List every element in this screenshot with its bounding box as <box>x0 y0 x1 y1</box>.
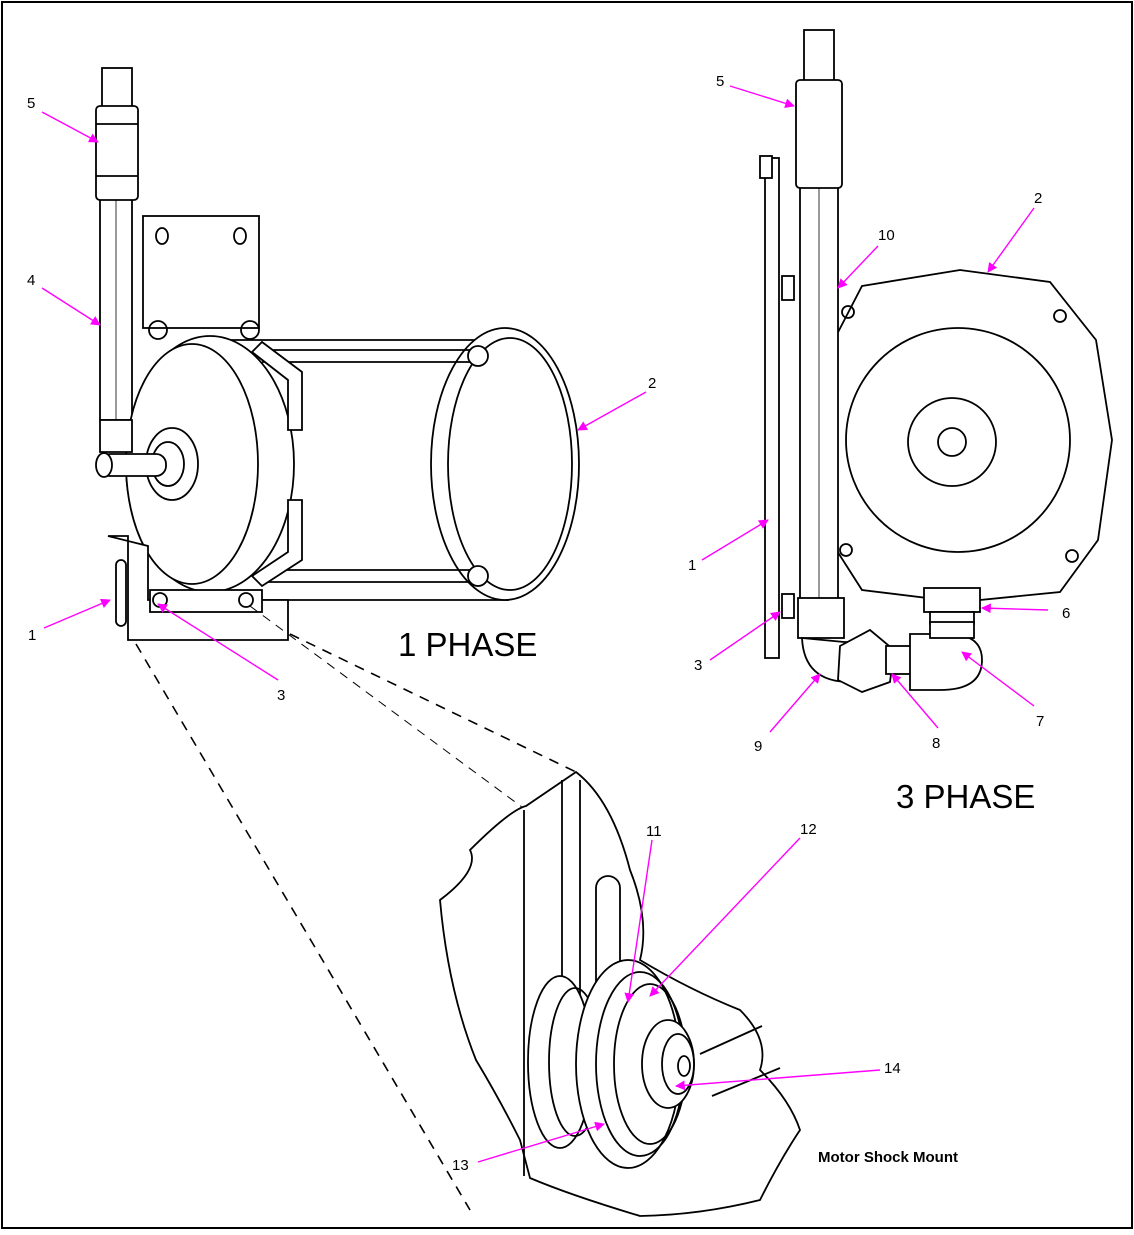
three-phase-motor-drawing <box>759 29 1113 693</box>
callout-3p-8: 8 <box>932 735 940 752</box>
callout-3p-1: 1 <box>688 557 696 574</box>
three-phase-label: 3 PHASE <box>896 778 1035 815</box>
leader-3p-7 <box>961 651 1035 707</box>
shock-mount-detail-drawing <box>439 770 801 1217</box>
leader-d-14 <box>675 1069 881 1091</box>
leader-3p-9 <box>769 673 821 733</box>
callout-1p-5: 5 <box>27 95 35 112</box>
leader-3p-5 <box>729 85 795 109</box>
leader-1p-2 <box>577 391 647 431</box>
leader-3p-2 <box>987 207 1035 273</box>
callout-3p-3: 3 <box>694 657 702 674</box>
callout-3p-7: 7 <box>1036 713 1044 730</box>
callout-1p-3: 3 <box>277 687 285 704</box>
single-phase-motor-drawing <box>95 67 580 641</box>
leader-1p-5 <box>41 111 99 143</box>
callout-3p-5: 5 <box>716 73 724 90</box>
leader-1p-3 <box>157 603 279 681</box>
callout-numbers: 5 4 2 1 3 5 10 2 1 6 3 7 8 9 11 12 14 13 <box>27 73 1070 1174</box>
callout-1p-4: 4 <box>27 272 35 289</box>
leader-d-12 <box>649 837 801 997</box>
callout-1p-1: 1 <box>28 627 36 644</box>
leader-3p-1 <box>701 519 769 561</box>
leader-3p-6 <box>981 603 1049 614</box>
detail-projection-lines <box>135 605 577 1211</box>
leader-1p-4 <box>41 287 101 326</box>
callout-3p-10: 10 <box>878 227 895 244</box>
shock-mount-caption: Motor Shock Mount <box>818 1149 958 1166</box>
callout-d-11: 11 <box>646 823 662 840</box>
leader-3p-8 <box>891 673 939 729</box>
callout-3p-9: 9 <box>754 738 762 755</box>
leader-d-11 <box>624 839 653 1003</box>
callout-leaders <box>41 85 1049 1163</box>
callout-3p-6: 6 <box>1062 605 1070 622</box>
leader-d-13 <box>477 1121 605 1163</box>
callout-3p-2: 2 <box>1034 190 1042 207</box>
callout-d-12: 12 <box>800 821 817 838</box>
callout-d-14: 14 <box>884 1060 901 1077</box>
callout-d-13: 13 <box>452 1157 469 1174</box>
leader-3p-10 <box>837 245 879 289</box>
single-phase-label: 1 PHASE <box>398 626 537 663</box>
leader-1p-1 <box>43 598 111 629</box>
leader-3p-3 <box>709 611 781 661</box>
callout-1p-2: 2 <box>648 375 656 392</box>
